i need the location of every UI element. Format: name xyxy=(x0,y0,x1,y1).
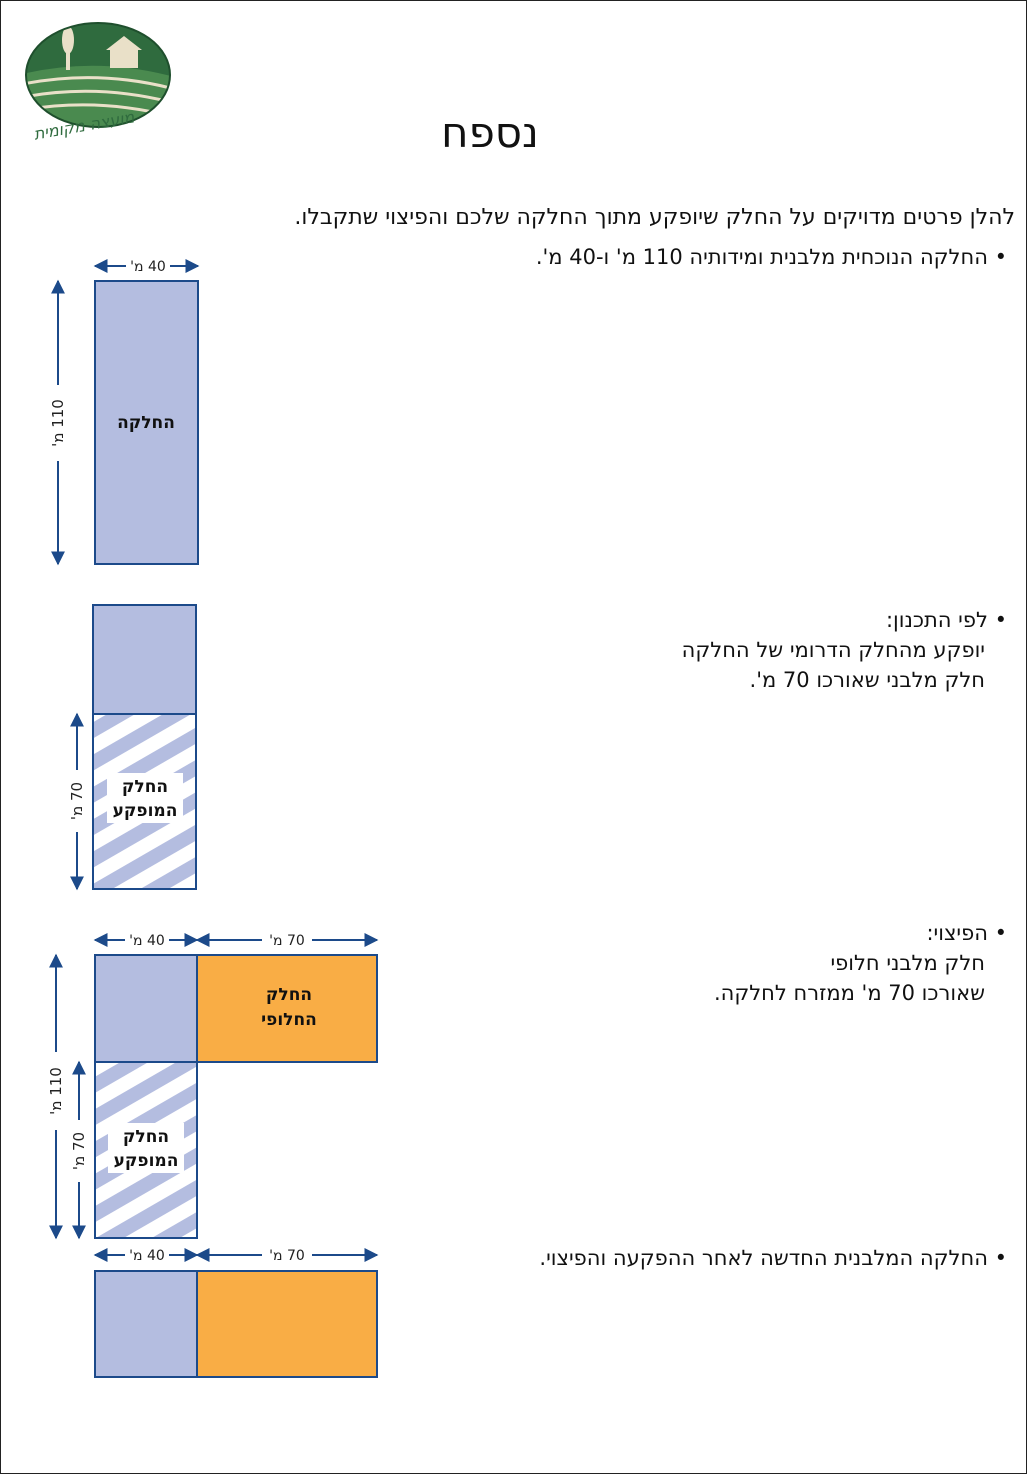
diagram-expropriation: החלק המופקע 70 מ' xyxy=(67,604,197,891)
width-40-label: 40 מ' xyxy=(129,933,165,949)
bullet-line: • החלקה הנוכחית מלבנית ומידותיה 110 מ' ו… xyxy=(535,245,1007,269)
expropriated-label-1: החלק xyxy=(122,777,168,797)
page-title: נספח xyxy=(441,108,539,157)
width-70-label: 70 מ' xyxy=(269,1248,305,1264)
length-110-label: 110 מ' xyxy=(47,1067,65,1115)
width-label: 40 מ' xyxy=(130,259,166,275)
plot-rect xyxy=(94,280,199,565)
alternative-rect xyxy=(196,1270,378,1378)
bullet-line: יופקע מהחלק הדרומי של החלקה xyxy=(681,638,985,662)
length-70-label: 70 מ' xyxy=(68,782,86,820)
expropriated-label-2: המופקע xyxy=(114,1151,179,1171)
alternative-label-1: החלק xyxy=(266,985,312,1005)
length-70-label: 70 מ' xyxy=(70,1132,88,1170)
diagram-current-plot: החלקה 40 מ' 110 מ' xyxy=(48,256,200,566)
bullet-new-plot: • החלקה המלבנית החדשה לאחר ההפקעה והפיצו… xyxy=(539,1243,1007,1273)
bullet-line: חלק מלבני חלופי xyxy=(830,951,985,975)
diagram-compensation: החלק החלופי החלק המופקע 40 מ' 70 מ' 110 … xyxy=(46,930,379,1240)
intro-text: להלן פרטים מדויקים על החלק שיופקע מתוך ה… xyxy=(294,205,1015,230)
logo-emblem-icon xyxy=(25,22,171,128)
width-40-label: 40 מ' xyxy=(129,1248,165,1264)
bullet-line: • הפיצוי: xyxy=(926,921,1007,945)
length-label: 110 מ' xyxy=(49,399,67,447)
expropriated-label-2: המופקע xyxy=(113,801,178,821)
bullet-compensation: • הפיצוי: חלק מלבני חלופי שאורכו 70 מ' מ… xyxy=(714,918,1007,1008)
remaining-plot-rect xyxy=(94,954,198,1063)
bullet-line: חלק מלבני שאורכו 70 מ'. xyxy=(749,668,985,692)
diagram-new-plot: 40 מ' 70 מ' xyxy=(93,1245,379,1378)
bullet-line: שאורכו 70 מ' ממזרח לחלקה. xyxy=(713,981,985,1005)
bullet-line: • לפי התכנון: xyxy=(885,608,1007,632)
bullet-line: • החלקה המלבנית החדשה לאחר ההפקעה והפיצו… xyxy=(539,1246,1007,1270)
alternative-label-2: החלופי xyxy=(261,1010,317,1030)
bullet-planning: • לפי התכנון: יופקע מהחלק הדרומי של החלק… xyxy=(682,605,1007,695)
bullet-current-plot: • החלקה הנוכחית מלבנית ומידותיה 110 מ' ו… xyxy=(536,242,1007,272)
remaining-plot-rect xyxy=(94,1270,198,1378)
expropriated-label-1: החלק xyxy=(123,1127,169,1147)
remaining-plot-rect xyxy=(92,604,197,715)
alternative-rect xyxy=(196,954,378,1063)
plot-label: החלקה xyxy=(117,413,175,433)
width-70-label: 70 מ' xyxy=(269,933,305,949)
logo: מועצה מקומית xyxy=(18,20,178,150)
